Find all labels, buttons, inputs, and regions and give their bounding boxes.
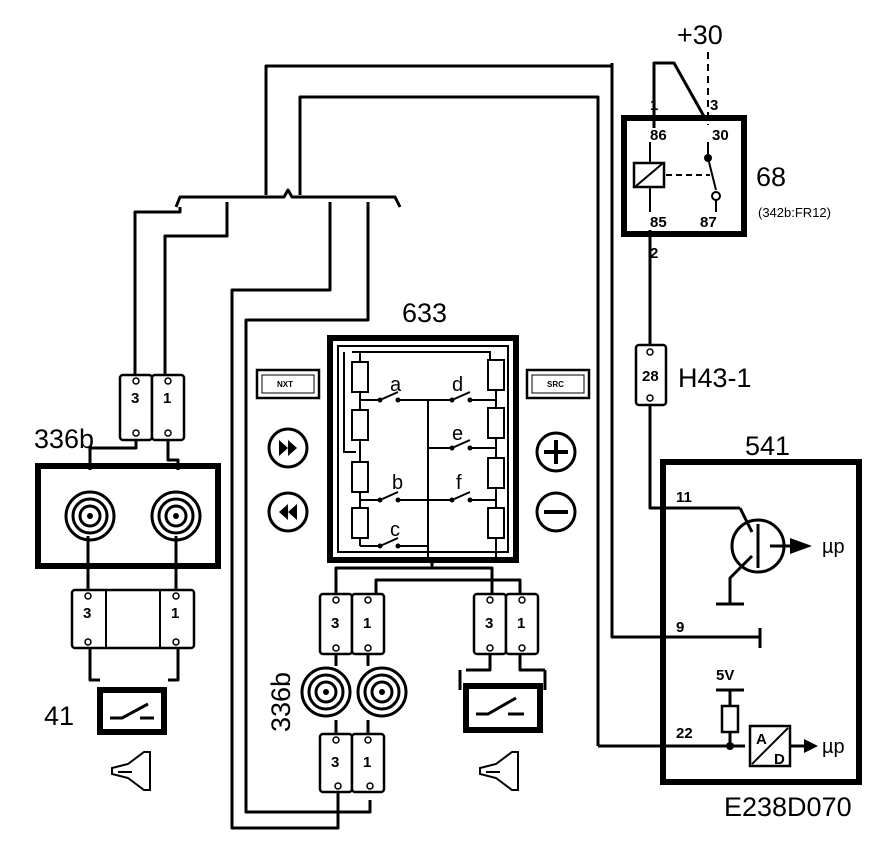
relay-wire-1-label: 1 xyxy=(650,97,658,114)
ecu-541: 541 11 9 22 µp 5V A D µp xyxy=(660,431,862,785)
horn-icon xyxy=(111,751,151,791)
spiral-icon xyxy=(150,490,202,542)
switch-e-label: e xyxy=(452,423,463,445)
relay-pin-86-label: 86 xyxy=(650,127,667,144)
terminal-3-label: 3 xyxy=(485,615,493,632)
switch-c-label: c xyxy=(390,519,400,541)
ecu-pin-9-label: 9 xyxy=(676,619,684,636)
spiral-icon xyxy=(300,666,352,718)
switch-f-label: f xyxy=(456,472,462,494)
horn-icon xyxy=(479,751,519,791)
connector-right-lower: 3 1 xyxy=(472,592,540,656)
btn-next-label: NXT xyxy=(277,380,293,389)
clockspring-left-label: 336b xyxy=(34,424,94,454)
horn-switch-right xyxy=(458,670,547,791)
ecu-id-label: 541 xyxy=(745,431,790,461)
wiring xyxy=(86,52,760,830)
terminal-1-label: 1 xyxy=(517,615,525,632)
terminal-3-label: 3 xyxy=(83,605,91,622)
spiral-icon xyxy=(356,666,408,718)
clockspring-middle-label: 336b xyxy=(266,672,296,732)
relay-wire-3-label: 3 xyxy=(710,97,718,114)
relay-68: 1 3 86 30 85 87 2 68 (342b:FR12) xyxy=(621,97,831,262)
connector-left-lower: 3 1 xyxy=(70,588,196,650)
terminal-3-label: 3 xyxy=(131,390,139,407)
connector-pin-label: 28 xyxy=(642,368,659,385)
switch-unit-633: 633 NXT SRC xyxy=(255,298,591,563)
ad-a-label: A xyxy=(756,731,767,748)
relay-pin-87-label: 87 xyxy=(700,214,717,231)
horn-switch-41: 41 xyxy=(44,687,167,791)
connector-top-left: 3 1 xyxy=(118,373,186,442)
terminal-1-label: 1 xyxy=(363,754,371,771)
relay-id-label: 68 xyxy=(756,162,786,192)
relay-pin-85-label: 85 xyxy=(650,214,667,231)
switch-d-label: d xyxy=(452,374,463,396)
switch-a-label: a xyxy=(390,374,402,396)
connector-middle-lower: 3 1 xyxy=(318,732,386,794)
terminal-3-label: 3 xyxy=(331,754,339,771)
voltage-label: 5V xyxy=(716,667,734,684)
terminal-1-label: 1 xyxy=(163,390,171,407)
switch-b-label: b xyxy=(392,472,403,494)
relay-wire-2-label: 2 xyxy=(650,245,658,262)
relay-ref-label: (342b:FR12) xyxy=(758,205,831,220)
ecu-pin-22-label: 22 xyxy=(676,725,693,742)
terminal-1-label: 1 xyxy=(171,605,179,622)
horn-switch-label: 41 xyxy=(44,701,74,731)
clockspring-left: 336b xyxy=(34,424,221,569)
ecu-pin-11-label: 11 xyxy=(676,489,692,506)
connector-id-label: H43-1 xyxy=(678,363,752,393)
clockspring-middle: 336b xyxy=(266,666,408,732)
ad-mu-label: µp xyxy=(822,736,845,758)
transistor-mu-label: µp xyxy=(822,536,845,558)
terminal-1-label: 1 xyxy=(363,615,371,632)
supply-label: +30 xyxy=(677,20,723,50)
connector-h43-1: 28 H43-1 xyxy=(634,343,752,407)
spiral-icon xyxy=(64,490,116,542)
resistor-icon xyxy=(720,704,740,734)
switch-unit-id-label: 633 xyxy=(402,298,447,328)
btn-src-label: SRC xyxy=(547,380,564,389)
ad-d-label: D xyxy=(774,751,785,768)
connector-middle-upper: 3 1 xyxy=(318,592,386,656)
drawing-code-label: E238D070 xyxy=(724,792,852,822)
terminal-3-label: 3 xyxy=(331,615,339,632)
relay-pin-30-label: 30 xyxy=(712,127,729,144)
